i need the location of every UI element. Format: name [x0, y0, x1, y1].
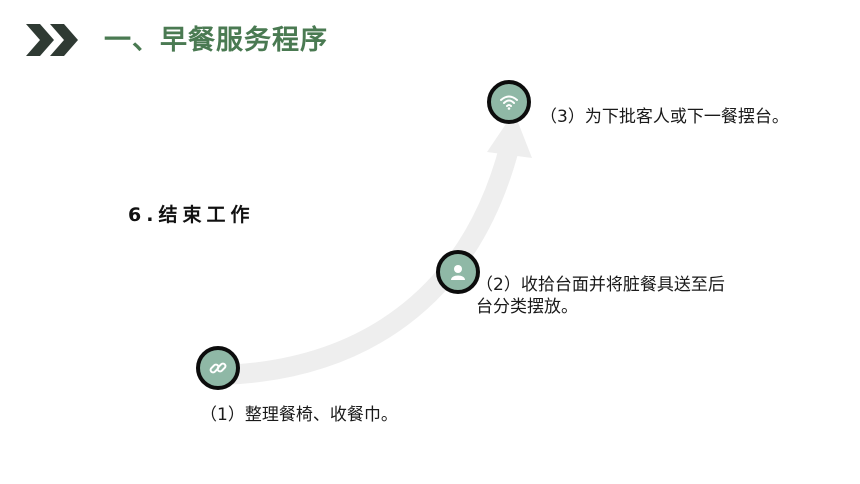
- wifi-icon: [500, 95, 518, 110]
- person-icon: [451, 265, 465, 280]
- link-icon: [209, 362, 227, 374]
- step-2-node: [436, 250, 480, 294]
- step-3-text: （3）为下批客人或下一餐摆台。: [540, 107, 789, 127]
- step-2-text-line1: （2）收拾台面并将脏餐具送至后: [476, 275, 725, 295]
- double-chevron-icon: [26, 24, 78, 56]
- step-2-text: （2）收拾台面并将脏餐具送至后 台分类摆放。: [476, 274, 725, 318]
- step-3-node: [487, 80, 531, 124]
- section-label: 6.结束工作: [128, 204, 255, 226]
- step-1-text: （1）整理餐椅、收餐巾。: [200, 405, 398, 425]
- step-1-node: [196, 346, 240, 390]
- step-2-text-line2: 台分类摆放。: [476, 297, 578, 317]
- page-title: 一、早餐服务程序: [104, 25, 328, 56]
